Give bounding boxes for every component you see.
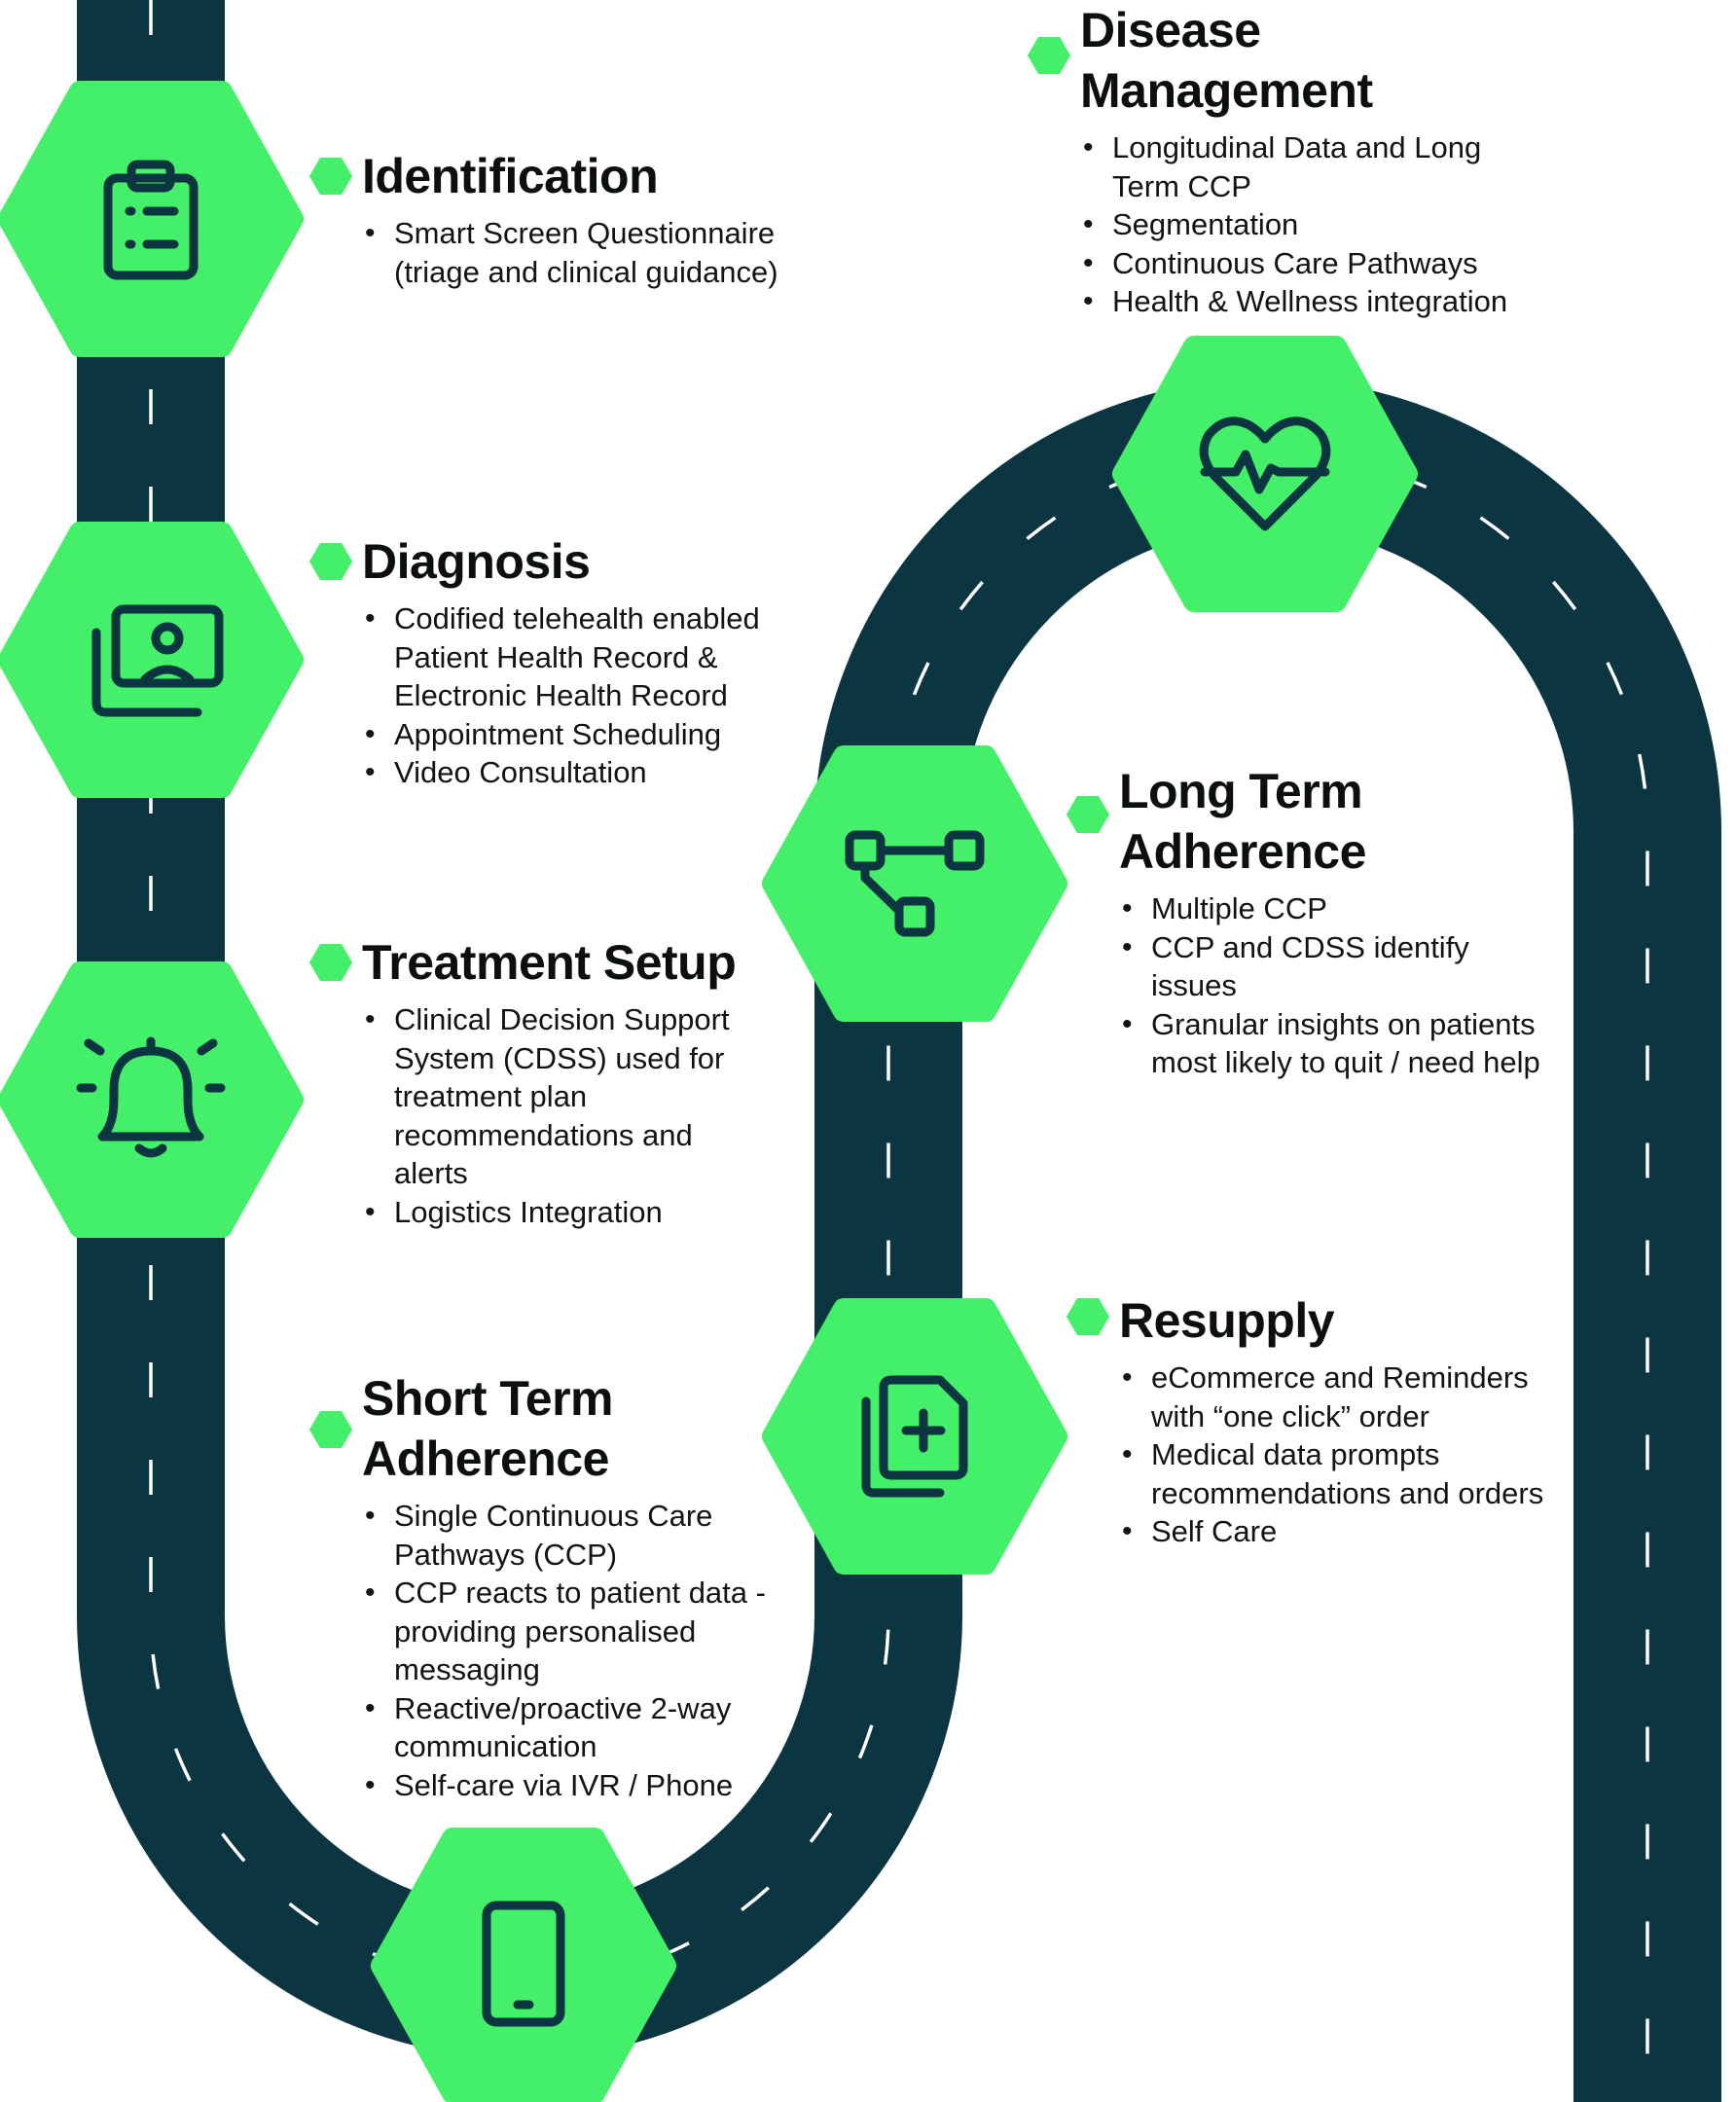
stage-item: Self Care <box>1119 1512 1547 1551</box>
stage-title: Diagnosis <box>362 534 591 589</box>
stage-title: Disease Management <box>1080 3 1373 118</box>
stage-item: Self-care via IVR / Phone <box>362 1766 790 1805</box>
stage-item: Logistics Integration <box>362 1193 771 1232</box>
stage-items-list: Single Continuous Care Pathways (CCP)CCP… <box>362 1497 790 1804</box>
hexagon-resupply <box>762 1298 1067 1575</box>
hexagon-long-term-adherence <box>762 745 1067 1022</box>
stage-item: Granular insights on patients most likel… <box>1119 1005 1547 1082</box>
stage-items-list: Multiple CCPCCP and CDSS identify issues… <box>1119 889 1547 1082</box>
stage-header: Resupply <box>1067 1290 1547 1351</box>
stage-header: Short Term Adherence <box>309 1368 654 1489</box>
stage-item: Video Consultation <box>362 753 790 792</box>
hexagon-bullet-icon <box>1028 37 1070 74</box>
stage-items-list: eCommerce and Reminders with “one click”… <box>1119 1359 1547 1551</box>
stage-item: Multiple CCP <box>1119 889 1547 928</box>
stage-header: Diagnosis <box>309 531 790 592</box>
stage-short-term-adherence: Short Term Adherence Single Continuous C… <box>309 1368 790 1804</box>
stage-items-list: Longitudinal Data and Long Term CCPSegme… <box>1080 128 1537 321</box>
heart-pulse-icon <box>1199 417 1331 531</box>
stage-item: Longitudinal Data and Long Term CCP <box>1080 128 1537 205</box>
bell-alert-icon <box>76 1036 226 1158</box>
stage-resupply: Resupply eCommerce and Reminders with “o… <box>1067 1290 1547 1551</box>
mobile-phone-icon <box>482 1901 565 2027</box>
stage-header: Treatment Setup <box>309 932 771 993</box>
stage-title: Treatment Setup <box>362 935 737 990</box>
stage-item: Continuous Care Pathways <box>1080 244 1537 283</box>
stage-items-list: Codified telehealth enabled Patient Heal… <box>362 599 790 792</box>
clipboard-icon <box>103 160 199 280</box>
stage-long-term-adherence: Long Term Adherence Multiple CCPCCP and … <box>1067 761 1547 1082</box>
hexagon-treatment-setup <box>0 961 304 1238</box>
hexagon-short-term-adherence <box>371 1828 676 2102</box>
stage-title: Resupply <box>1119 1293 1335 1348</box>
medical-files-icon <box>861 1375 968 1498</box>
hexagon-bullet-icon <box>309 1411 352 1448</box>
stage-item: Appointment Scheduling <box>362 715 790 754</box>
stage-items-list: Smart Screen Questionnaire (triage and c… <box>362 214 810 291</box>
stage-item: Health & Wellness integration <box>1080 282 1537 321</box>
hexagon-diagnosis <box>0 522 304 798</box>
stage-item: CCP reacts to patient data - providing p… <box>362 1574 790 1689</box>
hexagon-disease-management <box>1112 336 1418 612</box>
stage-item: Clinical Decision Support System (CDSS) … <box>362 1000 771 1193</box>
stage-identification: Identification Smart Screen Questionnair… <box>309 146 810 291</box>
stage-item: Reactive/proactive 2-way communication <box>362 1689 790 1766</box>
stage-title: Long Term Adherence <box>1119 764 1366 879</box>
stage-header: Identification <box>309 146 810 206</box>
stage-item: Single Continuous Care Pathways (CCP) <box>362 1497 790 1574</box>
stage-disease-management: Disease Management Longitudinal Data and… <box>1028 0 1537 321</box>
stage-header: Disease Management <box>1028 0 1430 121</box>
stage-item: eCommerce and Reminders with “one click”… <box>1119 1359 1547 1435</box>
hexagon-identification <box>0 81 304 357</box>
stage-title: Short Term Adherence <box>362 1371 614 1486</box>
stage-items-list: Clinical Decision Support System (CDSS) … <box>362 1000 771 1231</box>
stage-treatment-setup: Treatment Setup Clinical Decision Suppor… <box>309 932 771 1231</box>
stage-item: CCP and CDSS identify issues <box>1119 928 1547 1005</box>
hexagon-bullet-icon <box>1067 796 1109 833</box>
stage-title: Identification <box>362 149 659 203</box>
hexagon-bullet-icon <box>309 158 352 195</box>
stage-item: Codified telehealth enabled Patient Heal… <box>362 599 790 715</box>
stage-item: Segmentation <box>1080 205 1537 244</box>
video-consultation-icon <box>91 604 224 717</box>
stage-item: Medical data prompts recommendations and… <box>1119 1435 1547 1512</box>
hexagon-bullet-icon <box>1067 1298 1109 1335</box>
stage-diagnosis: Diagnosis Codified telehealth enabled Pa… <box>309 531 790 792</box>
stage-item: Smart Screen Questionnaire (triage and c… <box>362 214 810 291</box>
workflow-nodes-icon <box>845 830 985 937</box>
stage-header: Long Term Adherence <box>1067 761 1411 882</box>
